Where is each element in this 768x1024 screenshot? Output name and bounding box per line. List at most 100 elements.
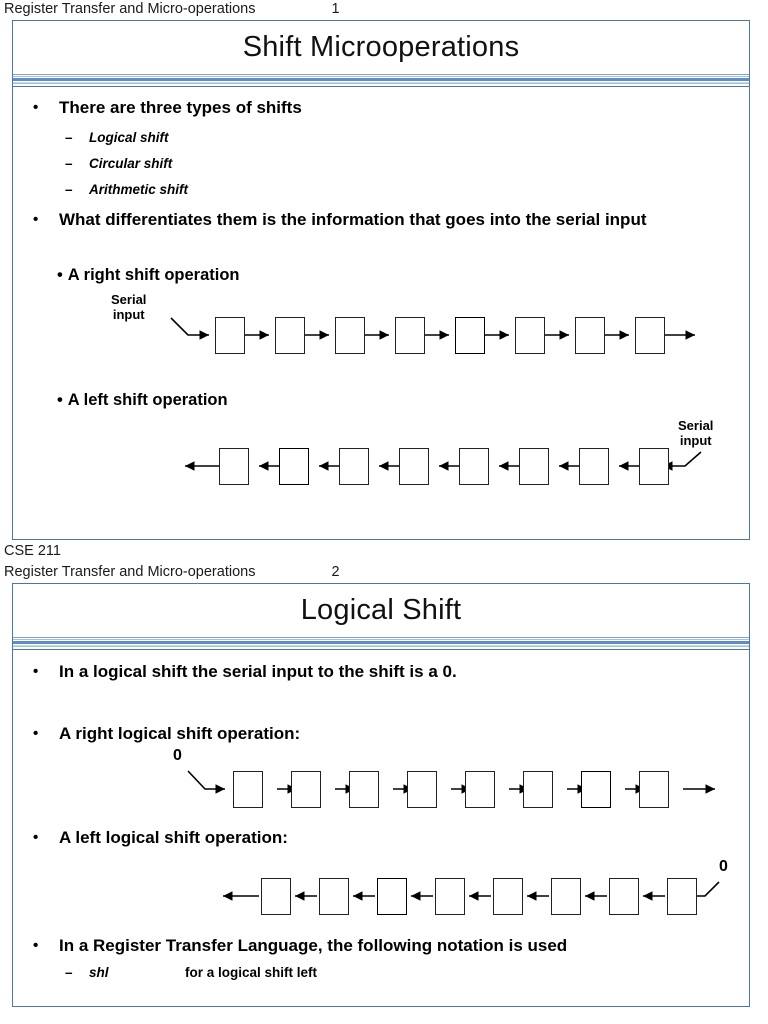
bullet-circular-shift: – Circular shift xyxy=(13,146,749,172)
bullet-marker: • xyxy=(33,211,39,228)
bullet-marker: • xyxy=(33,829,39,846)
bullet-shl-notation: – shl for a logical shift left xyxy=(13,956,749,981)
bullet-left-logical-shift: • A left logical shift operation: xyxy=(13,828,749,848)
register-cell xyxy=(395,317,425,354)
bullet-text: What differentiates them is the informat… xyxy=(59,210,647,229)
bullet-marker: • xyxy=(57,391,63,409)
register-cell xyxy=(515,317,545,354)
slide-1-title: Shift Microoperations xyxy=(242,31,520,63)
slide-1-body: • There are three types of shifts – Logi… xyxy=(13,86,749,538)
bullet-marker: • xyxy=(57,266,63,284)
register-cell xyxy=(639,448,669,485)
bullet-marker: • xyxy=(33,663,39,680)
bullet-arithmetic-shift: – Arithmetic shift xyxy=(13,172,749,198)
serial-input-label: Serial input xyxy=(678,418,713,448)
slide-2-title-box: Logical Shift xyxy=(13,584,749,638)
caption-text: A left shift operation xyxy=(67,391,228,409)
bullet-right-logical-shift: • A right logical shift operation: xyxy=(13,682,749,744)
slide-2-body: • In a logical shift the serial input to… xyxy=(13,649,749,1006)
bullet-text: Circular shift xyxy=(89,156,173,171)
register-cells-left-shift xyxy=(219,448,669,485)
register-cell xyxy=(339,448,369,485)
bullet-text: Logical shift xyxy=(89,130,169,145)
bullet-differentiates: • What differentiates them is the inform… xyxy=(13,198,749,230)
caption-right-shift-operation: •A right shift operation xyxy=(13,230,749,285)
register-cell xyxy=(523,771,553,808)
register-cell xyxy=(635,317,665,354)
bullet-marker: • xyxy=(33,937,39,954)
left-logical-shift-wiring xyxy=(223,881,720,901)
bullet-marker: • xyxy=(33,725,39,742)
serial-input-label: Serial input xyxy=(111,292,146,322)
notation-description: for a logical shift left xyxy=(185,965,318,980)
register-cell xyxy=(581,771,611,808)
bullet-logical-shift: – Logical shift xyxy=(13,118,749,146)
register-cell xyxy=(519,448,549,485)
register-cell xyxy=(435,878,465,915)
register-cell xyxy=(455,317,485,354)
diagram-left-shift: Serial input xyxy=(13,410,749,510)
header-number-2: 2 xyxy=(331,564,340,580)
register-cell xyxy=(335,317,365,354)
header-title-1: Register Transfer and Micro-operations xyxy=(4,1,256,17)
header-number-1: 1 xyxy=(331,1,340,17)
slide-1-header: Register Transfer and Micro-operations 1 xyxy=(0,0,768,20)
register-cells-right-shift xyxy=(215,317,665,354)
register-cells-left-logical xyxy=(261,878,697,915)
slide-1-footer: CSE 211 xyxy=(4,543,61,559)
bullet-marker: – xyxy=(65,156,73,171)
slide-2-title: Logical Shift xyxy=(300,594,462,626)
slide-2: Logical Shift • In a logical shift the s… xyxy=(12,583,750,1007)
register-cells-right-logical xyxy=(233,771,669,808)
register-cell xyxy=(219,448,249,485)
bullet-marker: – xyxy=(65,965,73,980)
register-cell xyxy=(319,878,349,915)
register-cell xyxy=(275,317,305,354)
register-cell xyxy=(459,448,489,485)
bullet-text: There are three types of shifts xyxy=(59,98,302,117)
register-cell xyxy=(399,448,429,485)
register-cell xyxy=(639,771,669,808)
bullet-text: In a Register Transfer Language, the fol… xyxy=(59,936,568,955)
bullet-text: A right logical shift operation: xyxy=(59,724,301,743)
header-title-2: Register Transfer and Micro-operations xyxy=(4,564,256,580)
zero-input-label: 0 xyxy=(719,858,728,875)
register-cell xyxy=(551,878,581,915)
register-cell xyxy=(493,878,523,915)
register-cell xyxy=(575,317,605,354)
notation-term: shl xyxy=(89,965,109,980)
bullet-marker: – xyxy=(65,130,73,145)
serial-input-label-line1: Serial xyxy=(678,418,714,433)
serial-input-label-line1: Serial xyxy=(111,292,147,307)
bullet-text: A left logical shift operation: xyxy=(59,828,288,847)
bullet-text: Arithmetic shift xyxy=(89,182,189,197)
bullet-marker: – xyxy=(65,182,73,197)
register-cell xyxy=(261,878,291,915)
register-cell xyxy=(349,771,379,808)
register-cell xyxy=(233,771,263,808)
register-cell xyxy=(609,878,639,915)
bullet-logical-serial-input-zero: • In a logical shift the serial input to… xyxy=(13,650,749,682)
serial-input-label-line2: input xyxy=(679,433,712,448)
slide-1-title-separator xyxy=(13,75,749,86)
bullet-marker: • xyxy=(33,99,39,116)
right-shift-wiring xyxy=(170,317,695,340)
zero-input-label: 0 xyxy=(173,747,182,764)
diagram-right-logical-shift: 0 xyxy=(13,744,749,828)
diagram-left-logical-shift: 0 xyxy=(13,848,749,936)
register-cell xyxy=(377,878,407,915)
slide-1: Shift Microoperations • There are three … xyxy=(12,20,750,540)
register-cell xyxy=(407,771,437,808)
bullet-text: In a logical shift the serial input to t… xyxy=(59,662,457,681)
register-cell xyxy=(291,771,321,808)
bullet-rtl-notation: • In a Register Transfer Language, the f… xyxy=(13,936,749,956)
slide-1-title-box: Shift Microoperations xyxy=(13,21,749,75)
register-cell xyxy=(579,448,609,485)
caption-left-shift-operation: •A left shift operation xyxy=(13,390,749,410)
serial-input-label-line2: input xyxy=(112,307,145,322)
bullet-types-of-shifts: • There are three types of shifts xyxy=(13,87,749,118)
register-cell xyxy=(215,317,245,354)
diagram-right-shift: Serial input xyxy=(13,285,749,390)
register-cell xyxy=(667,878,697,915)
slide-2-title-separator xyxy=(13,638,749,649)
